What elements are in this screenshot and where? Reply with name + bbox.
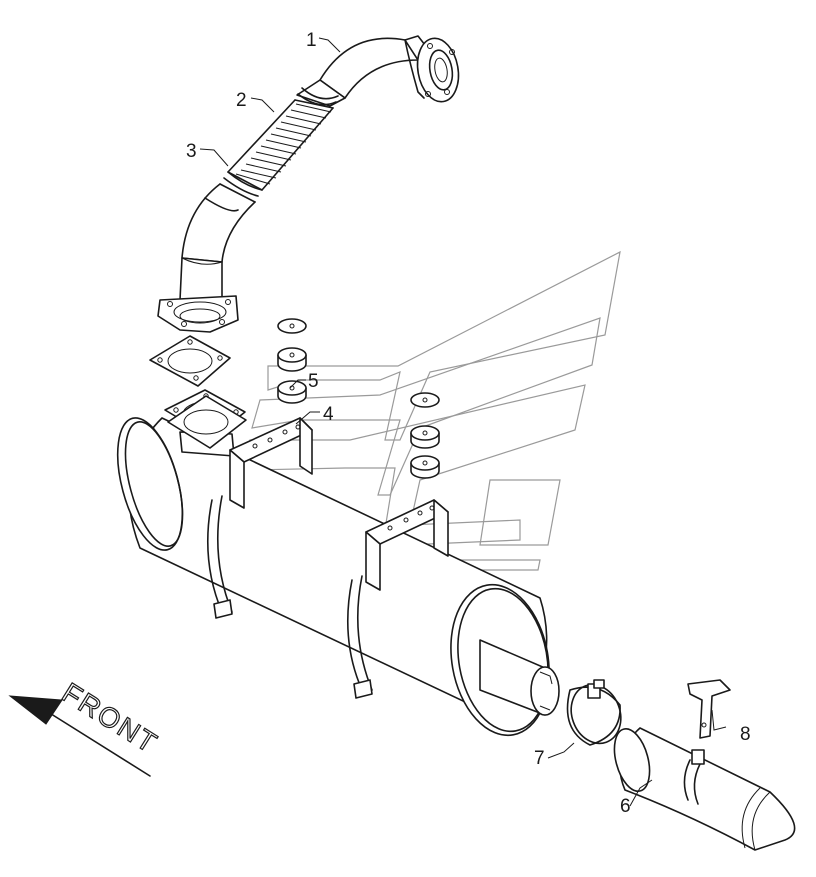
callout-4: 4 bbox=[323, 404, 334, 425]
exhaust-pipe-assembly bbox=[157, 35, 460, 333]
callout-7: 7 bbox=[534, 748, 545, 769]
front-arrow-head bbox=[8, 695, 63, 725]
flex-bellows-hatching bbox=[235, 103, 332, 185]
callout-6: 6 bbox=[620, 796, 631, 817]
rubber-isolators bbox=[277, 318, 440, 479]
callout-5: 5 bbox=[308, 371, 319, 392]
callout-1: 1 bbox=[306, 30, 317, 51]
band-clamp bbox=[566, 679, 622, 746]
callout-leaders bbox=[199, 37, 727, 807]
callout-2: 2 bbox=[236, 90, 247, 111]
callout-labels: 1 2 3 4 5 6 7 8 bbox=[186, 30, 751, 817]
front-label: FRONT bbox=[57, 677, 164, 760]
tail-pipe bbox=[613, 727, 796, 851]
flange-gasket-upper bbox=[149, 335, 231, 387]
mounting-bracket-front bbox=[229, 417, 313, 509]
mounting-bracket-rear bbox=[365, 499, 449, 591]
top-flange bbox=[404, 37, 460, 103]
callout-3: 3 bbox=[186, 141, 197, 162]
support-bracket bbox=[687, 679, 731, 739]
bottom-flange bbox=[157, 295, 239, 333]
callout-8: 8 bbox=[740, 724, 751, 745]
front-direction-indicator: FRONT bbox=[8, 676, 164, 777]
